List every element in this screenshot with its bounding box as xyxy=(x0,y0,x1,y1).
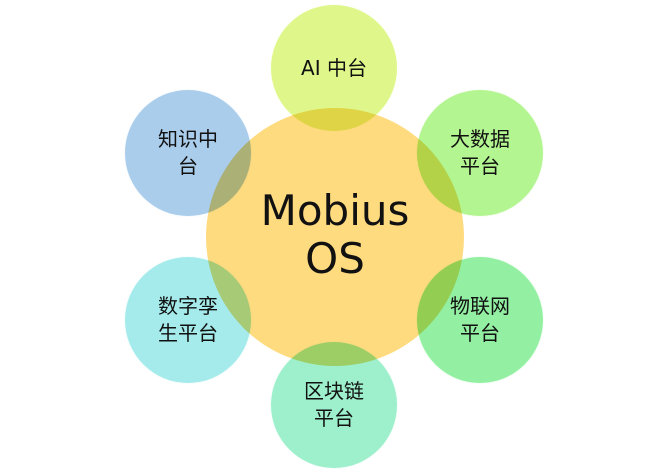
satellite-circle-ai xyxy=(270,4,398,132)
satellite-circle-digital-twin xyxy=(124,256,252,384)
satellite-circle-bigdata xyxy=(416,89,544,217)
satellite-circle-blockchain xyxy=(270,341,398,469)
satellite-circle-iot xyxy=(416,256,544,384)
center-hub-label: Mobius OS xyxy=(260,186,410,283)
satellite-circle-knowledge xyxy=(124,89,252,217)
